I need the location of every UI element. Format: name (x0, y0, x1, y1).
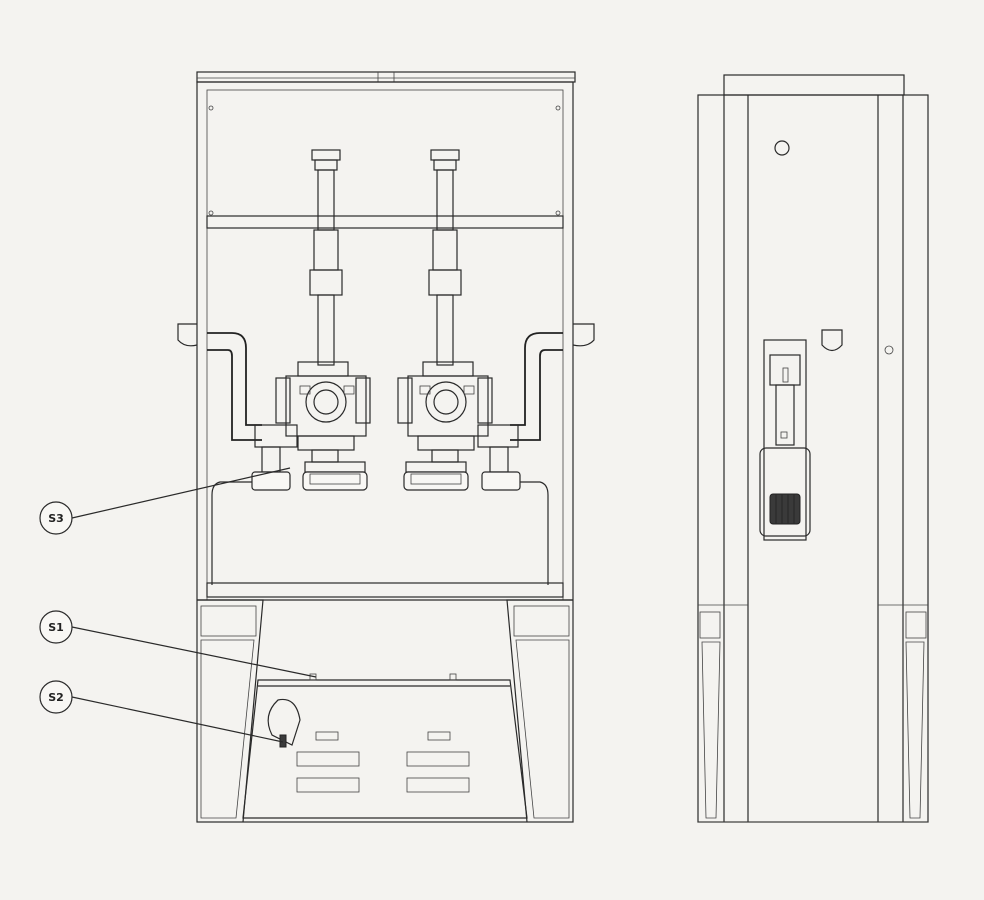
right-pump-assembly (397, 149, 493, 491)
callout-s2: S2 (39, 680, 284, 743)
nozzle-holster (759, 339, 811, 541)
callout-s1-label: S1 (48, 621, 64, 634)
callout-s1: S1 (39, 610, 317, 678)
callout-s3-label: S3 (48, 512, 64, 525)
callout-s3: S3 (39, 467, 291, 535)
callout-s2-label: S2 (48, 691, 64, 704)
side-view (697, 74, 929, 823)
left-pump-assembly (275, 149, 371, 491)
front-view (177, 71, 595, 823)
